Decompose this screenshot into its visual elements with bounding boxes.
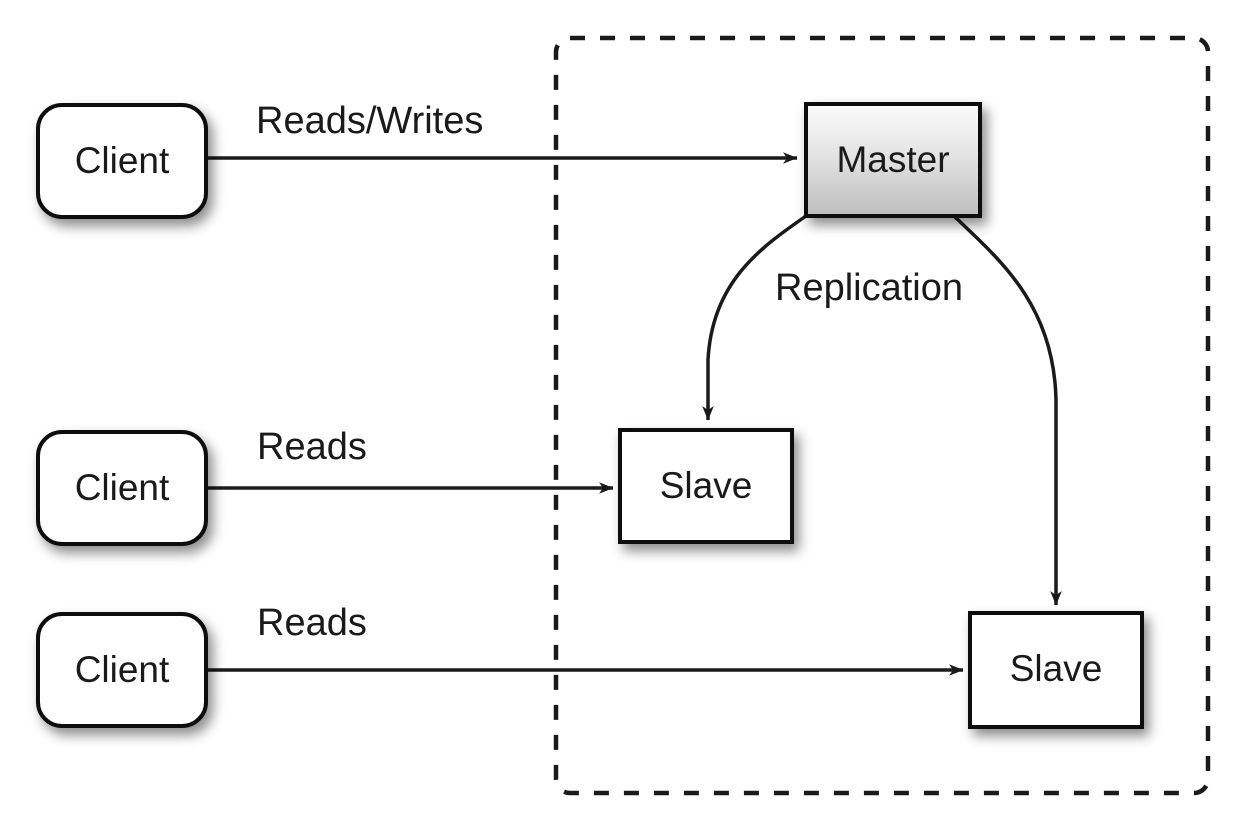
- node-master[interactable]: Master: [804, 102, 982, 218]
- node-slave-2[interactable]: Slave: [968, 611, 1144, 729]
- node-client-2[interactable]: Client: [36, 430, 208, 546]
- client-2-box[interactable]: [36, 430, 208, 546]
- master-label: Master: [836, 139, 949, 180]
- edge-label-reads-writes: Reads/Writes: [256, 100, 483, 142]
- slave-1-box[interactable]: [618, 428, 794, 544]
- client-1-label: Client: [75, 140, 170, 181]
- client-3-label: Client: [75, 649, 170, 690]
- edge-master-to-slave2-replication: [952, 214, 1062, 606]
- client-2-label: Client: [75, 467, 170, 508]
- edge-master-to-slave1-replication: [702, 214, 807, 421]
- edge-label-reads-slave2: Reads: [257, 602, 367, 644]
- node-client-3[interactable]: Client: [36, 612, 208, 728]
- cluster-boundary: [553, 35, 1211, 796]
- edge-label-replication: Replication: [775, 267, 963, 309]
- master-box[interactable]: [804, 102, 982, 218]
- client-1-box[interactable]: [36, 103, 208, 219]
- slave-1-label: Slave: [660, 465, 753, 506]
- slave-2-box[interactable]: [968, 611, 1144, 729]
- client-3-box[interactable]: [36, 612, 208, 728]
- edge-label-reads-slave1: Reads: [257, 426, 367, 468]
- slave-2-label: Slave: [1010, 648, 1103, 689]
- node-slave-1[interactable]: Slave: [618, 428, 794, 544]
- node-client-1[interactable]: Client: [36, 103, 208, 219]
